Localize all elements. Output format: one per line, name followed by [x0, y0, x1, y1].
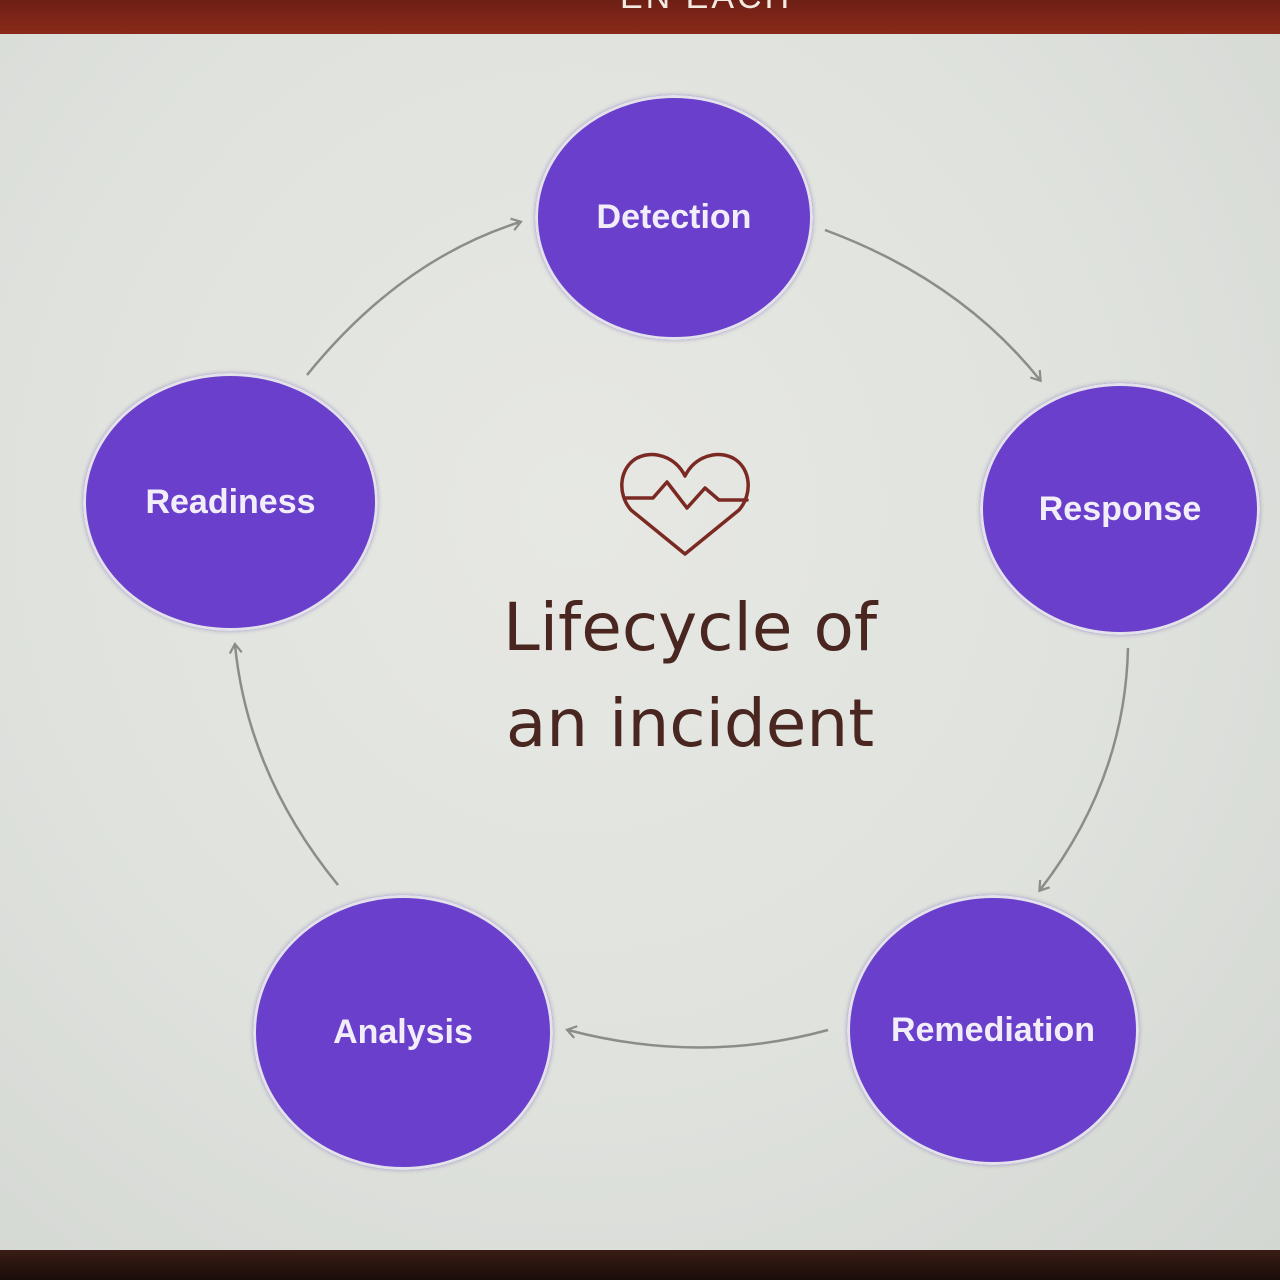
diagram-title-line-2: an incident	[505, 685, 875, 762]
arrow-analysis-to-readiness	[228, 642, 339, 886]
stage-analysis-label: Analysis	[333, 1013, 473, 1051]
slide-header-band: EN EACH	[0, 0, 1280, 34]
bottom-band	[0, 1250, 1280, 1280]
stage-readiness-label: Readiness	[145, 482, 316, 521]
diagram-title-line-1: Lifecycle of	[502, 589, 878, 666]
diagram-title: Lifecycle of an incident	[440, 580, 940, 772]
arrow-detection-to-response	[824, 228, 1042, 383]
heart-pulse-icon	[620, 452, 750, 556]
stage-readiness: Readiness	[83, 373, 378, 631]
header-partial-text: EN EACH	[620, 0, 792, 17]
stage-response: Response	[980, 383, 1260, 635]
stage-detection-label: Detection	[596, 198, 752, 236]
stage-remediation: Remediation	[847, 895, 1139, 1165]
stage-analysis: Analysis	[253, 895, 553, 1170]
arrow-readiness-to-detection	[306, 217, 523, 376]
arrow-response-to-remediation	[1038, 647, 1130, 893]
stage-remediation-label: Remediation	[890, 1010, 1096, 1049]
stage-detection: Detection	[535, 95, 813, 340]
arrow-remediation-to-analysis	[565, 1025, 829, 1049]
stage-response-label: Response	[1038, 489, 1202, 528]
